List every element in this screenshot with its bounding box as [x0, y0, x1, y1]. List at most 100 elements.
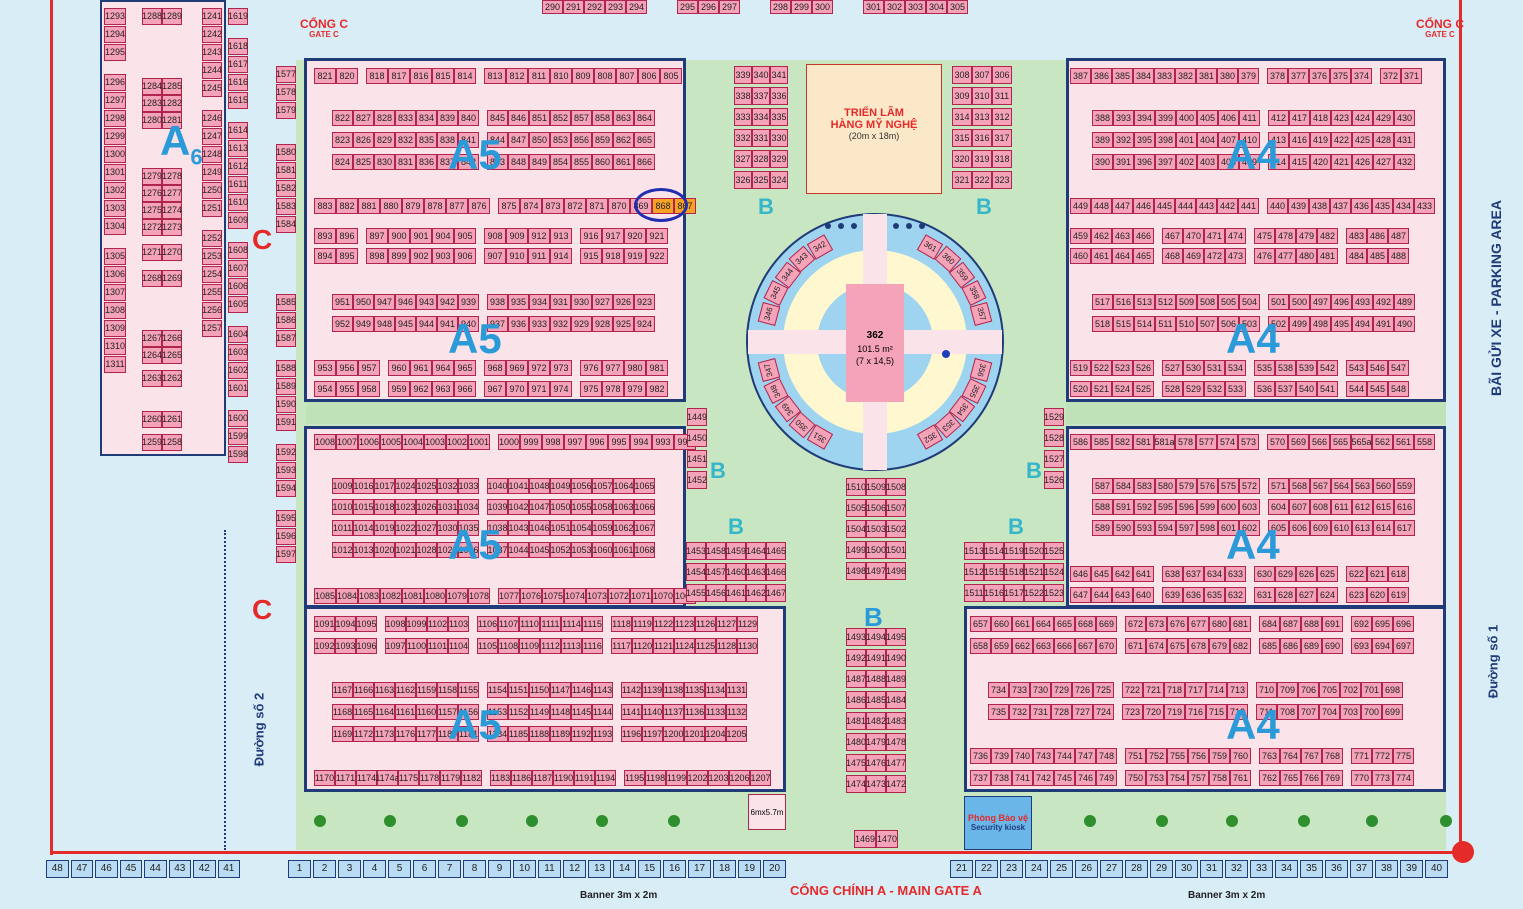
booth-1174[interactable]: 1174	[356, 770, 377, 786]
booth-1519[interactable]: 1519	[1004, 542, 1024, 560]
booth-500[interactable]: 500	[1289, 294, 1310, 310]
booth-443[interactable]: 443	[1196, 198, 1217, 214]
booth-1470[interactable]: 1470	[876, 830, 898, 848]
booth-937[interactable]: 937	[487, 316, 508, 332]
booth-917[interactable]: 917	[602, 228, 624, 244]
booth-560[interactable]: 560	[1373, 478, 1394, 494]
booth-508[interactable]: 508	[1197, 294, 1218, 310]
booth-611[interactable]: 611	[1331, 499, 1352, 515]
booth-542[interactable]: 542	[1317, 360, 1338, 376]
booth-300[interactable]: 300	[812, 0, 833, 14]
booth-844[interactable]: 844	[487, 132, 508, 148]
booth-1307[interactable]: 1307	[104, 284, 126, 301]
booth-493[interactable]: 493	[1352, 294, 1373, 310]
booth-952[interactable]: 952	[332, 316, 353, 332]
booth-43[interactable]: 43	[168, 860, 191, 878]
booth-837[interactable]: 837	[437, 154, 458, 170]
booth-1182[interactable]: 1182	[461, 770, 482, 786]
booth-687[interactable]: 687	[1280, 616, 1301, 632]
booth-1176[interactable]: 1176	[395, 726, 416, 742]
booth-1590[interactable]: 1590	[276, 396, 296, 413]
booth-1302[interactable]: 1302	[104, 182, 126, 199]
booth-732[interactable]: 732	[1009, 704, 1030, 720]
booth-1144[interactable]: 1144	[592, 704, 613, 720]
booth-757[interactable]: 757	[1188, 770, 1209, 786]
booth-616[interactable]: 616	[1394, 499, 1415, 515]
booth-545[interactable]: 545	[1367, 381, 1388, 397]
booth-6[interactable]: 6	[413, 860, 436, 878]
booth-1617[interactable]: 1617	[228, 56, 248, 73]
booth-572[interactable]: 572	[1239, 478, 1260, 494]
booth-1194[interactable]: 1194	[595, 770, 616, 786]
booth-974[interactable]: 974	[550, 381, 572, 397]
booth-1042[interactable]: 1042	[508, 499, 529, 515]
booth-919[interactable]: 919	[624, 248, 646, 264]
booth-499[interactable]: 499	[1289, 316, 1310, 332]
booth-311[interactable]: 311	[992, 87, 1012, 105]
booth-1462[interactable]: 1462	[746, 584, 766, 602]
booth-578[interactable]: 578	[1175, 434, 1196, 450]
booth-949[interactable]: 949	[353, 316, 374, 332]
booth-304[interactable]: 304	[926, 0, 947, 14]
booth-1045[interactable]: 1045	[529, 542, 550, 558]
booth-702[interactable]: 702	[1340, 682, 1361, 698]
booth-740[interactable]: 740	[1012, 748, 1033, 764]
booth-566[interactable]: 566	[1309, 434, 1330, 450]
booth-1116[interactable]: 1116	[582, 638, 603, 654]
booth-416[interactable]: 416	[1289, 132, 1310, 148]
booth-485[interactable]: 485	[1367, 248, 1388, 264]
booth-586[interactable]: 586	[1070, 434, 1091, 450]
booth-1083[interactable]: 1083	[358, 588, 380, 604]
booth-640[interactable]: 640	[1133, 587, 1154, 603]
booth-945[interactable]: 945	[395, 316, 416, 332]
booth-1305[interactable]: 1305	[104, 248, 126, 265]
booth-398[interactable]: 398	[1155, 132, 1176, 148]
booth-845[interactable]: 845	[487, 110, 508, 126]
booth-637[interactable]: 637	[1183, 566, 1204, 582]
booth-579[interactable]: 579	[1176, 478, 1197, 494]
booth-629[interactable]: 629	[1275, 566, 1296, 582]
booth-1188[interactable]: 1188	[529, 726, 550, 742]
booth-1293[interactable]: 1293	[104, 8, 126, 25]
booth-1112[interactable]: 1112	[540, 638, 561, 654]
booth-583[interactable]: 583	[1134, 478, 1155, 494]
booth-292[interactable]: 292	[584, 0, 605, 14]
booth-720[interactable]: 720	[1143, 704, 1164, 720]
booth-957[interactable]: 957	[358, 360, 380, 376]
booth-862[interactable]: 862	[613, 132, 634, 148]
booth-849[interactable]: 849	[529, 154, 550, 170]
booth-864[interactable]: 864	[634, 110, 655, 126]
booth-1156[interactable]: 1156	[458, 704, 479, 720]
booth-615[interactable]: 615	[1373, 499, 1394, 515]
booth-475[interactable]: 475	[1254, 228, 1275, 244]
booth-633[interactable]: 633	[1225, 566, 1246, 582]
booth-859[interactable]: 859	[592, 132, 613, 148]
booth-386[interactable]: 386	[1091, 68, 1112, 84]
booth-1080[interactable]: 1080	[424, 588, 446, 604]
booth-1206[interactable]: 1206	[729, 770, 750, 786]
booth-1475[interactable]: 1475	[846, 754, 866, 772]
booth-1607[interactable]: 1607	[228, 260, 248, 277]
booth-1244[interactable]: 1244	[202, 62, 222, 79]
booth-377[interactable]: 377	[1288, 68, 1309, 84]
booth-390[interactable]: 390	[1092, 154, 1113, 170]
booth-700[interactable]: 700	[1361, 704, 1382, 720]
booth-1474[interactable]: 1474	[846, 775, 866, 793]
booth-492[interactable]: 492	[1373, 294, 1394, 310]
booth-394[interactable]: 394	[1134, 110, 1155, 126]
booth-1119[interactable]: 1119	[632, 616, 653, 632]
booth-994[interactable]: 994	[630, 434, 652, 450]
booth-1487[interactable]: 1487	[846, 670, 866, 688]
booth-675[interactable]: 675	[1167, 638, 1188, 654]
booth-614[interactable]: 614	[1373, 520, 1394, 536]
booth-996[interactable]: 996	[586, 434, 608, 450]
booth-497[interactable]: 497	[1310, 294, 1331, 310]
booth-12[interactable]: 12	[563, 860, 586, 878]
booth-707[interactable]: 707	[1298, 704, 1319, 720]
booth-1028[interactable]: 1028	[416, 542, 437, 558]
booth-38[interactable]: 38	[1375, 860, 1398, 878]
booth-852[interactable]: 852	[550, 110, 571, 126]
booth-1457[interactable]: 1457	[706, 563, 726, 581]
booth-1159[interactable]: 1159	[416, 682, 437, 698]
booth-1584[interactable]: 1584	[276, 216, 296, 233]
